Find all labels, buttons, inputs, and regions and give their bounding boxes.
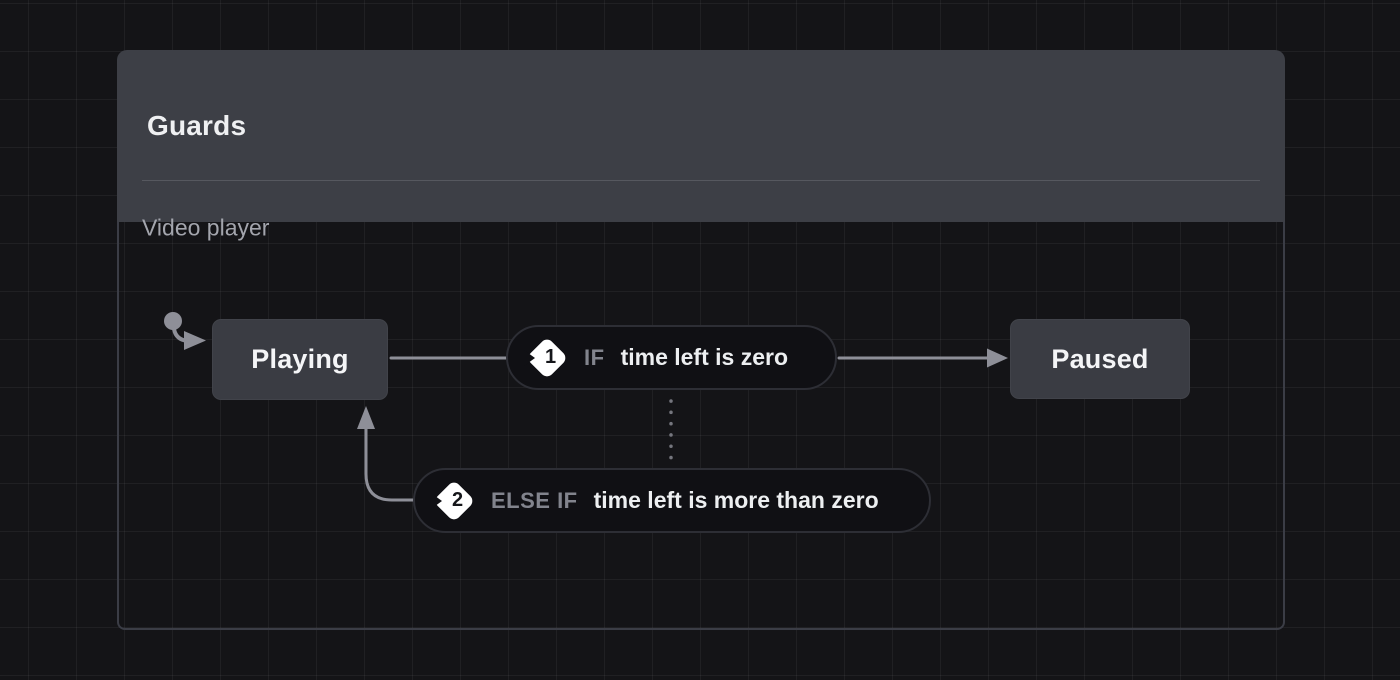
guard-keyword: ELSE IF [491,487,578,513]
machine-name-label: Video player [142,214,270,241]
guard-diamond-icon: 2 [431,478,477,524]
guards-panel: Guards Video player [117,50,1285,630]
state-label: Playing [251,344,349,374]
panel-title: Guards [147,110,247,141]
guard-keyword: IF [584,344,605,370]
diagram-canvas [117,222,1285,630]
guard-number: 2 [451,489,464,511]
state-node-paused[interactable]: Paused [1010,319,1190,399]
state-node-playing[interactable]: Playing [212,319,388,400]
guards-panel-header: Guards Video player [117,50,1285,241]
state-label: Paused [1051,343,1149,374]
transition-guard-1[interactable]: 1 IF time left is zero [506,325,837,390]
guard-diamond-icon: 1 [524,335,570,381]
guard-number: 1 [544,346,557,368]
panel-divider [142,180,1260,181]
guard-condition: time left is zero [620,344,788,370]
guard-condition: time left is more than zero [593,487,879,513]
transition-guard-2[interactable]: 2 ELSE IF time left is more than zero [413,468,931,533]
